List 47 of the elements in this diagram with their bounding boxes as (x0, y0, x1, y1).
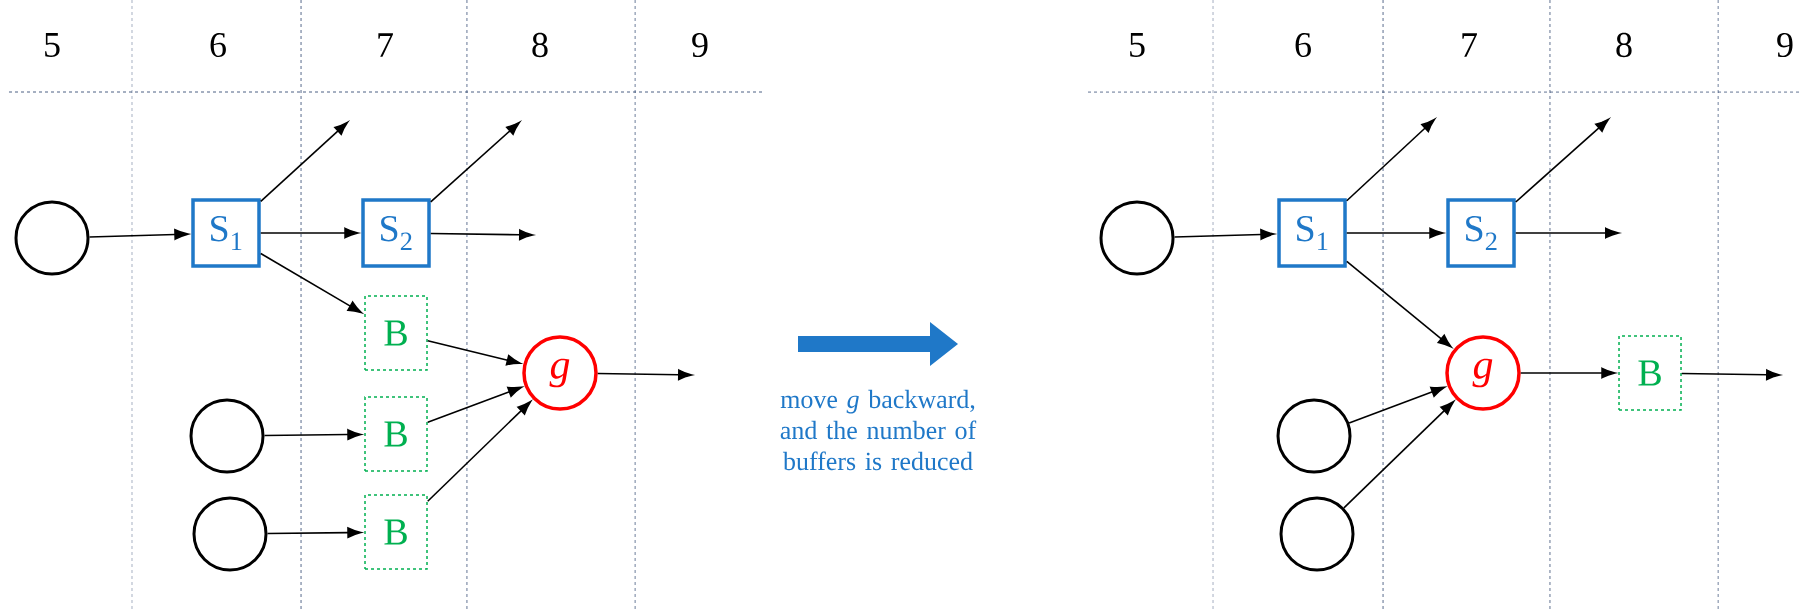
process-box: S$_{1}$ (191, 198, 261, 268)
arrow (259, 227, 359, 239)
column-number: 9 (1777, 32, 1793, 58)
arrow (1173, 229, 1275, 240)
circle-node (14, 200, 90, 276)
arrow (426, 400, 532, 503)
arrow (88, 229, 189, 240)
arrow (1514, 118, 1610, 203)
arrow (1519, 367, 1616, 379)
arrow (1348, 386, 1446, 424)
column-number: 8 (1616, 32, 1632, 58)
buffer-box: B (1618, 335, 1682, 411)
column-number: 8 (532, 32, 548, 58)
column-number: 7 (1462, 33, 1477, 57)
arrow (259, 121, 349, 203)
arrow (1680, 369, 1781, 381)
circle-node (1099, 200, 1175, 276)
column-number: 6 (210, 32, 226, 58)
circle-node (1279, 496, 1355, 572)
circle-node (1276, 398, 1352, 474)
arrow (263, 429, 362, 441)
arrow (1345, 260, 1452, 348)
column-number: 5 (1130, 33, 1145, 57)
circle-node (192, 496, 268, 572)
process-box: S$_{1}$ (1277, 198, 1347, 268)
column-number: 7 (378, 33, 393, 57)
arrow (1343, 400, 1455, 509)
arrow (426, 339, 521, 366)
process-box: S$_{2}$ (361, 198, 431, 268)
arrow (1345, 118, 1436, 202)
buffer-box: B (364, 494, 428, 570)
arrow (596, 369, 693, 381)
arrow (1514, 227, 1620, 239)
arrow (259, 252, 363, 314)
circle-node (189, 398, 265, 474)
caption-text: move g backward, and the number of buffers is reduced (780, 389, 977, 471)
buffer-box: B (364, 295, 428, 371)
arrow (1345, 227, 1444, 239)
arrow (426, 386, 523, 423)
process-box: S$_{2}$ (1446, 198, 1516, 268)
buffer-box: B (364, 396, 428, 472)
column-number: 9 (692, 32, 708, 58)
arrow (429, 121, 521, 203)
column-number: 5 (45, 33, 60, 57)
column-number: 6 (1295, 32, 1311, 58)
arrow (266, 527, 362, 539)
arrow (429, 229, 534, 241)
